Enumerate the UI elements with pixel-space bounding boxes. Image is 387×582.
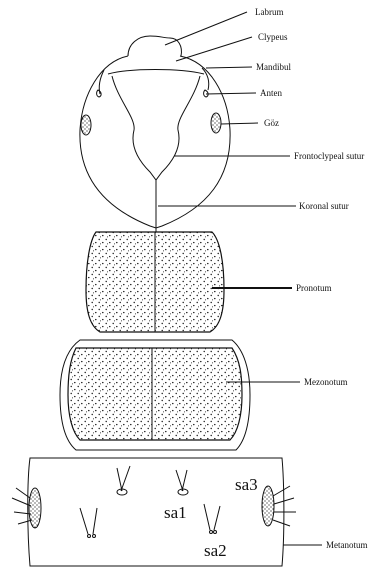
anten-left xyxy=(97,90,102,97)
label-pronotum: Pronotum xyxy=(296,283,332,293)
label-koronal: Koronal sutur xyxy=(299,201,349,211)
label-anten: Anten xyxy=(260,88,282,98)
pronotum-segment xyxy=(86,232,224,332)
label-sa1: sa1 xyxy=(164,503,187,522)
clypeus-shape xyxy=(108,70,204,75)
spiracle-right xyxy=(262,486,274,526)
label-metanotum: Metanotum xyxy=(326,540,368,550)
label-mandibul: Mandibul xyxy=(256,62,291,72)
head-capsule xyxy=(80,36,230,232)
label-clypeus: Clypeus xyxy=(258,32,288,42)
labrum-shape xyxy=(128,36,181,56)
spiracle-left xyxy=(29,488,41,528)
label-goz: Göz xyxy=(264,118,279,128)
label-frontoclypeal: Frontoclypeal sutur xyxy=(294,151,364,161)
label-labrum: Labrum xyxy=(255,7,284,17)
label-sa3: sa3 xyxy=(235,475,258,494)
mezonotum-segment xyxy=(60,340,250,450)
label-sa2: sa2 xyxy=(204,541,227,560)
label-mezonotum: Mezonotum xyxy=(304,377,348,387)
frontoclypeal-suture xyxy=(112,76,200,180)
eye-left xyxy=(81,115,91,135)
eye-right xyxy=(211,113,221,133)
